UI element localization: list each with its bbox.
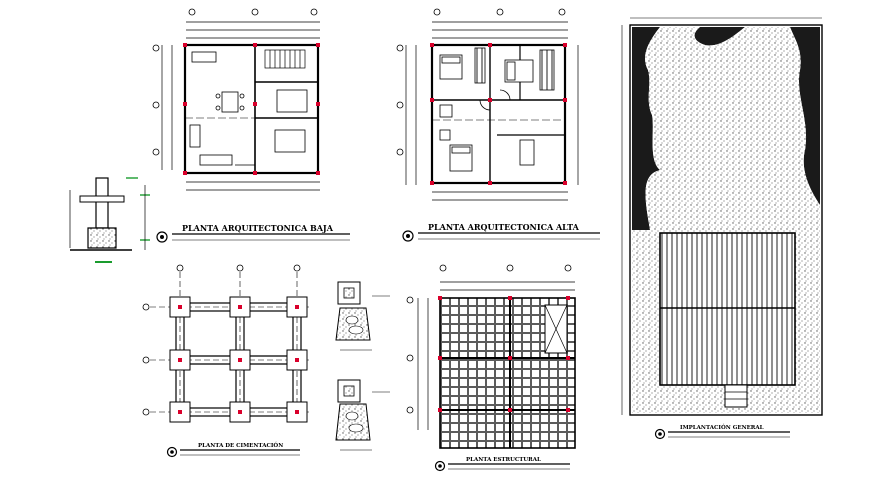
column-marker-icon: [178, 305, 299, 414]
upper-floor-plan: [396, 8, 579, 201]
title-ground-floor-text: PLANTA ARQUITECTONICA BAJA: [182, 223, 334, 233]
footing-section-detail: [69, 177, 150, 263]
structural-plan: PLANTA ESTRUCTURAL: [406, 264, 576, 472]
title-foundation-text: PLANTA DE CIMENTACIÓN: [198, 441, 283, 449]
title-ground-floor: PLANTA ARQUITECTONICA BAJA: [156, 223, 350, 243]
grid-axis-bubble-icon: [396, 8, 566, 156]
column-marker-icon: [430, 43, 567, 185]
foundation-details: [335, 281, 390, 451]
site-house-roof: [659, 232, 796, 386]
ground-floor-plan: [152, 8, 320, 191]
ground-floor-furniture: [189, 51, 308, 166]
title-site-text: IMPLANTACIÓN GENERAL: [680, 423, 764, 431]
grid-axis-bubble-icon: [152, 8, 318, 156]
title-structural-text: PLANTA ESTRUCTURAL: [466, 457, 541, 463]
foundation-plan: PLANTA DE CIMENTACIÓN: [142, 264, 310, 458]
site-plan: IMPLANTACIÓN GENERAL: [621, 17, 823, 440]
column-marker-icon: [438, 296, 570, 412]
column-marker-icon: [183, 43, 320, 175]
title-upper-floor: PLANTA ARQUITECTONICA ALTA: [402, 222, 600, 242]
site-dark-terrain: [632, 27, 660, 230]
grid-axis-bubble-icon: [142, 264, 301, 416]
title-upper-floor-text: PLANTA ARQUITECTONICA ALTA: [428, 222, 580, 232]
upper-floor-furniture: [439, 47, 555, 172]
ground-floor-stair: [264, 49, 306, 69]
ground-floor-dimensions: [161, 21, 320, 191]
grid-axis-bubble-icon: [406, 264, 572, 414]
